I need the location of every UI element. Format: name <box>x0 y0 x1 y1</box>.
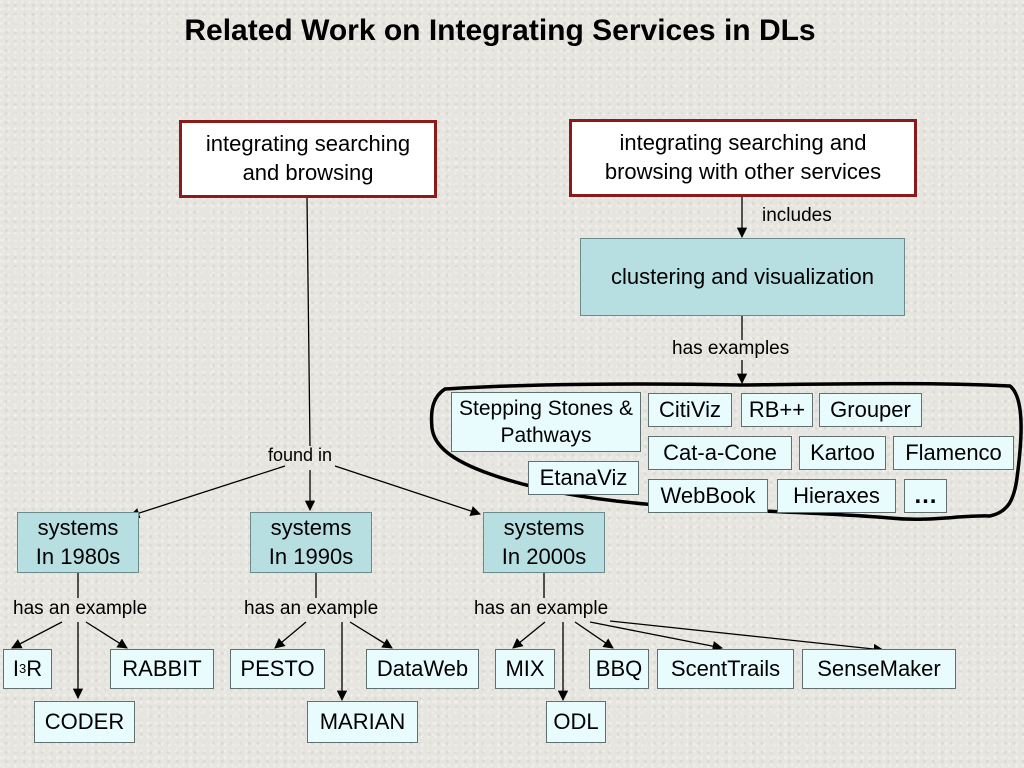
arrow-line <box>349 621 393 649</box>
more-ellipsis-box: … <box>904 479 947 513</box>
mix-box: MIX <box>495 649 555 689</box>
i3r-superscript: 3 <box>19 660 27 676</box>
odl-box: ODL <box>546 701 606 743</box>
has-examples-label: has examples <box>672 338 790 359</box>
marian-box: MARIAN <box>307 701 418 743</box>
rbpp-box: RB++ <box>741 393 813 427</box>
integrating-with-other-services-box: integrating searching and browsing with … <box>569 119 917 197</box>
has-an-example-2000s-label: has an example <box>474 598 609 619</box>
hand-drawn-outline <box>429 381 1023 521</box>
systems-1980s-box: systems In 1980s <box>17 512 139 573</box>
includes-label: includes <box>762 205 832 226</box>
i3r-end: R <box>26 655 43 681</box>
arrow-line <box>574 621 614 649</box>
found-in-label: found in <box>268 445 333 465</box>
kartoo-box: Kartoo <box>799 436 886 470</box>
integrating-searching-browsing-box: integrating searching and browsing <box>179 120 437 198</box>
arrow-line <box>609 620 885 655</box>
etanaviz-box: EtanaViz <box>528 461 639 495</box>
arrow-line <box>129 465 286 519</box>
cat-a-cone-box: Cat-a-Cone <box>648 436 792 470</box>
arrow-line <box>11 621 63 649</box>
arrow-line <box>589 621 724 652</box>
page-title: Related Work on Integrating Services in … <box>184 14 816 47</box>
webbook-box: WebBook <box>648 479 768 513</box>
has-an-example-1980s-label: has an example <box>13 598 148 619</box>
coder-box: CODER <box>34 701 135 743</box>
clustering-visualization-box: clustering and visualization <box>580 238 905 316</box>
grouper-box: Grouper <box>819 393 922 427</box>
citiviz-box: CitiViz <box>648 393 732 427</box>
arrow-line <box>334 465 481 516</box>
i3r-base: I <box>12 655 19 681</box>
rabbit-box: RABBIT <box>110 649 214 689</box>
stepping-stones-box: Stepping Stones & Pathways <box>451 392 641 452</box>
pesto-box: PESTO <box>230 649 325 689</box>
systems-2000s-box: systems In 2000s <box>483 512 605 573</box>
arrow-line <box>274 621 307 649</box>
systems-1990s-box: systems In 1990s <box>250 512 372 573</box>
connector-line <box>306 196 311 447</box>
arrow-line <box>512 621 546 649</box>
flamenco-box: Flamenco <box>893 436 1014 470</box>
arrow-line <box>85 621 128 649</box>
sensemaker-box: SenseMaker <box>802 649 956 689</box>
dataweb-box: DataWeb <box>366 649 479 689</box>
hieraxes-box: Hieraxes <box>777 479 896 513</box>
bbq-box: BBQ <box>589 649 649 689</box>
scenttrails-box: ScentTrails <box>657 649 794 689</box>
has-an-example-1990s-label: has an example <box>244 598 379 619</box>
